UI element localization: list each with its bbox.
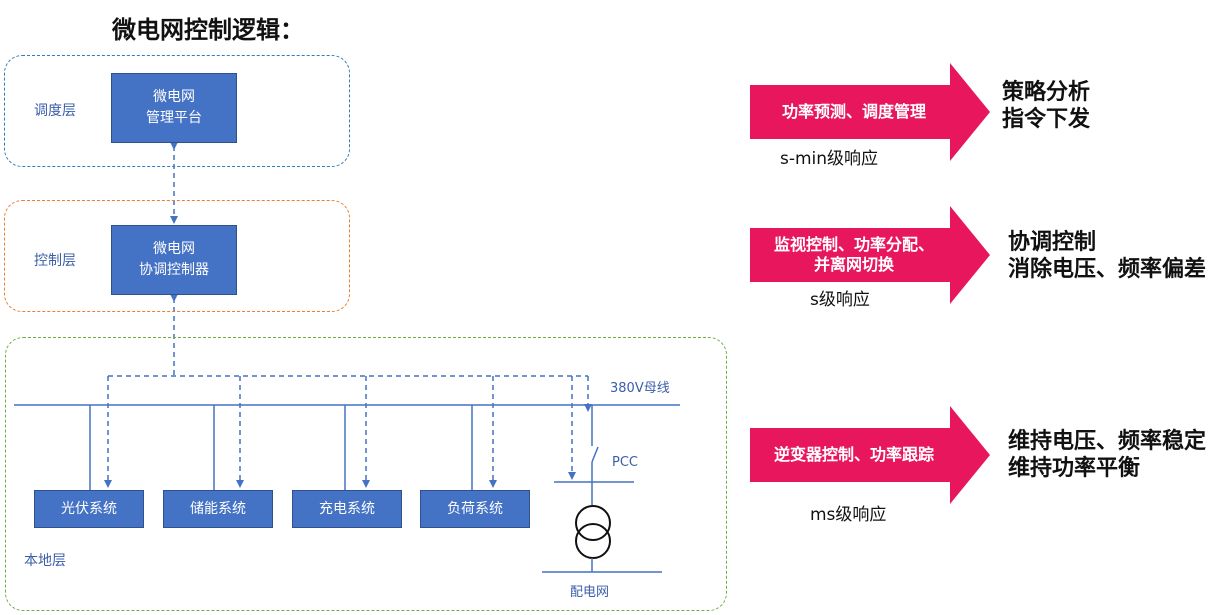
- level3-desc-line1: 维持电压、频率稳定: [1008, 429, 1207, 454]
- level3-arrow-line1: 逆变器控制、功率跟踪: [773, 445, 934, 464]
- level3-response: ms级响应: [810, 505, 887, 525]
- control-layer-label: 控制层: [34, 253, 76, 269]
- storage-system-label: 储能系统: [190, 500, 246, 517]
- control-layer-zone: [4, 200, 350, 312]
- level2-arrow-text: 监视控制、功率分配、 并离网切换: [750, 228, 958, 282]
- level2-desc-line2: 消除电压、频率偏差: [1008, 257, 1207, 282]
- platform-line1: 微电网: [153, 89, 195, 105]
- pcc-label: PCC: [612, 455, 638, 470]
- level2-arrow: 监视控制、功率分配、 并离网切换: [750, 206, 990, 304]
- level3-arrow-text: 逆变器控制、功率跟踪: [750, 428, 958, 482]
- level2-desc: 协调控制 消除电压、频率偏差: [1008, 229, 1206, 283]
- platform-line2: 管理平台: [146, 110, 202, 126]
- local-layer-label: 本地层: [24, 553, 66, 569]
- level1-arrow-line1: 功率预测、调度管理: [781, 102, 926, 121]
- level3-arrow: 逆变器控制、功率跟踪: [750, 406, 990, 504]
- level3-desc-line2: 维持功率平衡: [1008, 456, 1141, 481]
- controller-line1: 微电网: [153, 241, 195, 257]
- level1-desc-line1: 策略分析: [1002, 80, 1091, 105]
- level1-response: s-min级响应: [780, 149, 879, 169]
- load-system-box: 负荷系统: [420, 490, 530, 528]
- local-layer-zone: [5, 337, 727, 611]
- level1-arrow-text: 功率预测、调度管理: [750, 85, 958, 139]
- transformer-upper-coil: [575, 505, 611, 541]
- dispatch-layer-zone: [4, 55, 350, 167]
- transformer-lower-coil: [575, 523, 611, 559]
- pv-system-label: 光伏系统: [61, 500, 117, 517]
- charging-system-label: 充电系统: [319, 500, 375, 517]
- bus-label: 380V母线: [610, 381, 670, 396]
- pcc-switch-blade: [591, 446, 599, 463]
- level2-arrow-line1: 监视控制、功率分配、: [773, 235, 934, 254]
- coordination-controller-box: 微电网 协调控制器: [111, 225, 237, 295]
- controller-line2: 协调控制器: [139, 262, 209, 278]
- level3-desc: 维持电压、频率稳定 维持功率平衡: [1008, 428, 1206, 482]
- level2-arrow-line2: 并离网切换: [813, 255, 894, 274]
- charging-system-box: 充电系统: [292, 490, 402, 528]
- load-system-label: 负荷系统: [447, 500, 503, 517]
- diagram-title: 微电网控制逻辑：: [112, 16, 304, 44]
- management-platform-box: 微电网 管理平台: [111, 73, 237, 143]
- dispatch-layer-label: 调度层: [34, 103, 76, 119]
- level1-desc: 策略分析 指令下发: [1002, 79, 1090, 133]
- level1-arrow: 功率预测、调度管理: [750, 63, 990, 161]
- grid-label: 配电网: [570, 585, 610, 600]
- storage-system-box: 储能系统: [163, 490, 273, 528]
- pv-system-box: 光伏系统: [34, 490, 144, 528]
- level1-desc-line2: 指令下发: [1002, 107, 1091, 132]
- level2-response: s级响应: [810, 290, 870, 310]
- level2-desc-line1: 协调控制: [1008, 230, 1097, 255]
